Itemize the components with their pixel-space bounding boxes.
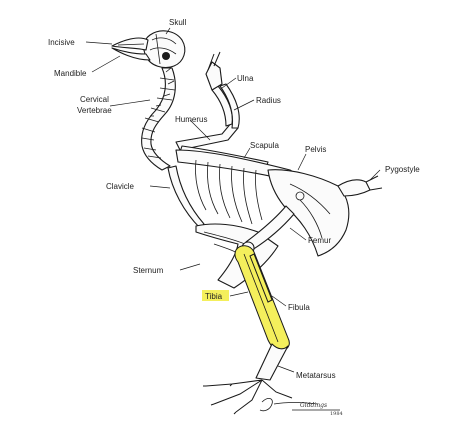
label-pygostyle: Pygostyle [385, 165, 420, 174]
foot-bones [203, 380, 292, 414]
label-sternum: Sternum [133, 266, 164, 275]
wing-tip-bones [206, 52, 222, 90]
label-radius: Radius [256, 96, 281, 105]
label-skull: Skull [169, 18, 187, 27]
label-incisive: Incisive [48, 38, 75, 47]
label-tibia: Tibia [205, 292, 223, 301]
label-fibula: Fibula [288, 303, 310, 312]
label-pelvis: Pelvis [305, 145, 326, 154]
label-ulna: Ulna [237, 74, 254, 83]
label-vertebrae: Vertebrae [77, 106, 112, 115]
humerus-bone [176, 122, 238, 150]
label-scapula: Scapula [250, 141, 279, 150]
skull-bone [144, 31, 185, 68]
label-humerus: Humerus [175, 115, 207, 124]
label-femur: Femur [308, 236, 331, 245]
clavicle-bone [168, 166, 204, 228]
svg-text:1984: 1984 [330, 411, 343, 417]
artist-signature: Giddings 1984 [260, 398, 343, 417]
label-clavicle: Clavicle [106, 182, 135, 191]
radius-ulna-bones [212, 84, 239, 128]
label-mandible: Mandible [54, 69, 87, 78]
label-cervical: Cervical [80, 95, 109, 104]
svg-text:Giddings: Giddings [300, 402, 327, 409]
label-metatarsus: Metatarsus [296, 371, 336, 380]
incisive-bone [112, 38, 148, 50]
pygostyle-bone [338, 176, 382, 196]
cervical-vertebrae-bone [142, 68, 176, 170]
metatarsus-bone [256, 344, 288, 380]
